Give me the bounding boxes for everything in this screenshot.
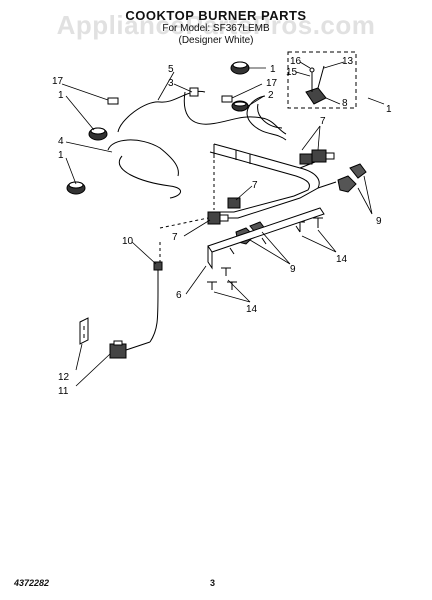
orifice-holder-r1	[337, 175, 357, 193]
model-line: For Model: SF367LEMB	[162, 23, 270, 34]
manifold-bracket	[235, 150, 251, 164]
callout-13: 13	[342, 56, 354, 67]
igniter-wire-right	[246, 95, 287, 141]
callout-1-left-upper: 1	[58, 90, 64, 101]
callout-17-right: 17	[266, 78, 278, 89]
leader-6	[185, 265, 207, 295]
orifice-holder-r2	[349, 163, 367, 179]
burner-cap-left-lower	[66, 181, 86, 195]
branch-tube-right-2	[317, 181, 337, 189]
callout-12: 12	[58, 372, 70, 383]
leader-1b	[65, 157, 77, 185]
document-number: 4372282	[14, 578, 50, 588]
gas-supply-tube	[149, 268, 159, 343]
callout-6: 6	[176, 290, 182, 301]
leader-16	[299, 61, 311, 69]
leader-7b	[235, 185, 253, 201]
callout-17-left: 17	[52, 76, 64, 87]
leader-4	[65, 141, 113, 153]
leader-14a	[301, 229, 337, 253]
page-number: 3	[210, 578, 216, 588]
leader-13	[323, 61, 345, 69]
leader-15	[295, 71, 311, 77]
callout-1-right: 1	[386, 104, 392, 115]
callout-4: 4	[58, 136, 64, 147]
wire-clip-3	[189, 87, 199, 97]
leader-5	[157, 71, 175, 101]
page-title: COOKTOP BURNER PARTS	[125, 8, 307, 23]
regulator-bracket	[79, 317, 89, 345]
callout-7-middle: 7	[252, 180, 258, 191]
screw-3	[221, 267, 231, 276]
screw-1	[313, 217, 323, 228]
valve-center-upper	[227, 197, 241, 209]
leader-2	[247, 95, 265, 107]
leader-10	[131, 241, 157, 265]
callout-7-upper: 7	[320, 116, 326, 127]
callout-14-right: 14	[336, 254, 348, 265]
valve-center	[207, 211, 229, 225]
burner-cap-right	[231, 100, 249, 112]
leader-8	[325, 97, 341, 105]
supply-fitting	[153, 261, 163, 271]
wire-clip-17-left	[107, 97, 119, 105]
leader-14b	[213, 279, 251, 303]
valve-right-upper	[311, 149, 335, 163]
leader-17a	[61, 83, 109, 101]
valve-right-lower	[299, 153, 313, 165]
leader-7a	[301, 125, 321, 151]
manifold-rail	[207, 207, 325, 253]
callout-7-left: 7	[172, 232, 178, 243]
burner-cap-top	[230, 61, 250, 75]
title-block: COOKTOP BURNER PARTS For Model: SF367LEM…	[0, 8, 432, 47]
leader-9b	[249, 231, 291, 265]
screw-5	[227, 281, 237, 290]
leader-11	[75, 353, 111, 387]
callout-15: 15	[286, 67, 298, 78]
callout-1-top: 1	[270, 64, 276, 75]
callout-5: 5	[168, 64, 174, 75]
wire-clip-17-right	[221, 95, 233, 103]
screw-4	[207, 281, 217, 290]
callout-3: 3	[168, 78, 174, 89]
leader-12	[75, 343, 83, 371]
manifold-tube-inner	[209, 151, 310, 213]
leader-1d	[367, 97, 385, 105]
igniter-wire-mid	[257, 103, 283, 129]
callout-9-right: 9	[376, 216, 382, 227]
leader-1a	[65, 95, 95, 131]
leader-7c	[183, 219, 211, 237]
callout-11: 11	[58, 386, 69, 397]
igniter-wire-upper	[117, 90, 206, 133]
igniter-wire-left	[107, 139, 179, 177]
leader-17b	[231, 83, 263, 99]
callout-16: 16	[290, 56, 302, 67]
pressure-regulator	[109, 340, 151, 359]
color-line: (Designer White)	[178, 35, 254, 46]
leader-3	[173, 83, 193, 93]
burner-cap-left-upper	[88, 127, 108, 141]
alignment-dash-2	[159, 217, 209, 229]
igniter-kit-box	[287, 51, 357, 109]
igniter-wire-top	[183, 91, 287, 135]
igniter-wire-loop	[119, 155, 181, 199]
callout-1-left-lower: 1	[58, 150, 64, 161]
callout-2: 2	[268, 90, 274, 101]
callout-8: 8	[342, 98, 348, 109]
leader-9a	[357, 175, 373, 215]
callout-14-lower: 14	[246, 304, 258, 315]
callout-10: 10	[122, 236, 134, 247]
igniter-switch	[305, 65, 327, 105]
callout-9-middle: 9	[290, 264, 296, 275]
